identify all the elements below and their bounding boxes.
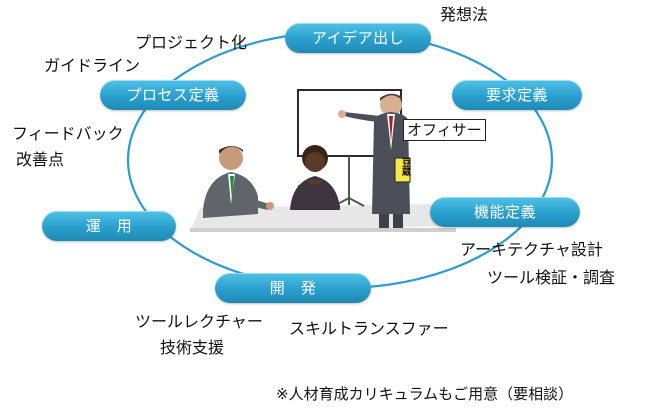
note-improvement: 改善点: [16, 150, 65, 169]
stage-functional: 機能定義: [430, 197, 580, 227]
stage-functional-label: 機能定義: [473, 203, 536, 221]
stage-operation-label: 運 用: [85, 217, 133, 235]
note-architecture: アーキテクチャ設計: [460, 240, 603, 259]
stage-operation: 運 用: [42, 211, 176, 241]
seated-man: [203, 146, 274, 218]
note-project: プロジェクト化: [135, 33, 248, 52]
note-skill-transfer: スキルトランスファー: [289, 319, 449, 338]
stage-process-label: プロセス定義: [126, 86, 220, 104]
standing-officer: [338, 93, 411, 228]
footnote: ※人材育成カリキュラムもご用意（要相談）: [276, 385, 574, 403]
stage-development: 開 発: [215, 273, 371, 303]
stage-process: プロセス定義: [100, 80, 246, 110]
stage-requirements-label: 要求定義: [485, 86, 548, 104]
table-edge: [190, 228, 456, 232]
seated-woman: [290, 145, 340, 210]
officer-label: オフィサー: [403, 119, 486, 141]
note-idea-method: 発想法: [440, 5, 489, 24]
company-badge: [394, 157, 411, 183]
stage-development-label: 開 発: [269, 279, 317, 297]
note-feedback: フィードバック: [12, 124, 124, 143]
stage-idea: アイデア出し: [285, 23, 431, 53]
company-badge-label: 豆蔵: [400, 158, 410, 176]
note-tool-verification: ツール検証・調査: [487, 268, 616, 287]
stage-requirements: 要求定義: [452, 80, 582, 110]
note-guideline: ガイドライン: [44, 56, 141, 75]
note-tech-support: 技術支援: [160, 338, 225, 357]
stage-idea-label: アイデア出し: [311, 29, 405, 47]
note-tool-lecture: ツールレクチャー: [135, 312, 263, 331]
